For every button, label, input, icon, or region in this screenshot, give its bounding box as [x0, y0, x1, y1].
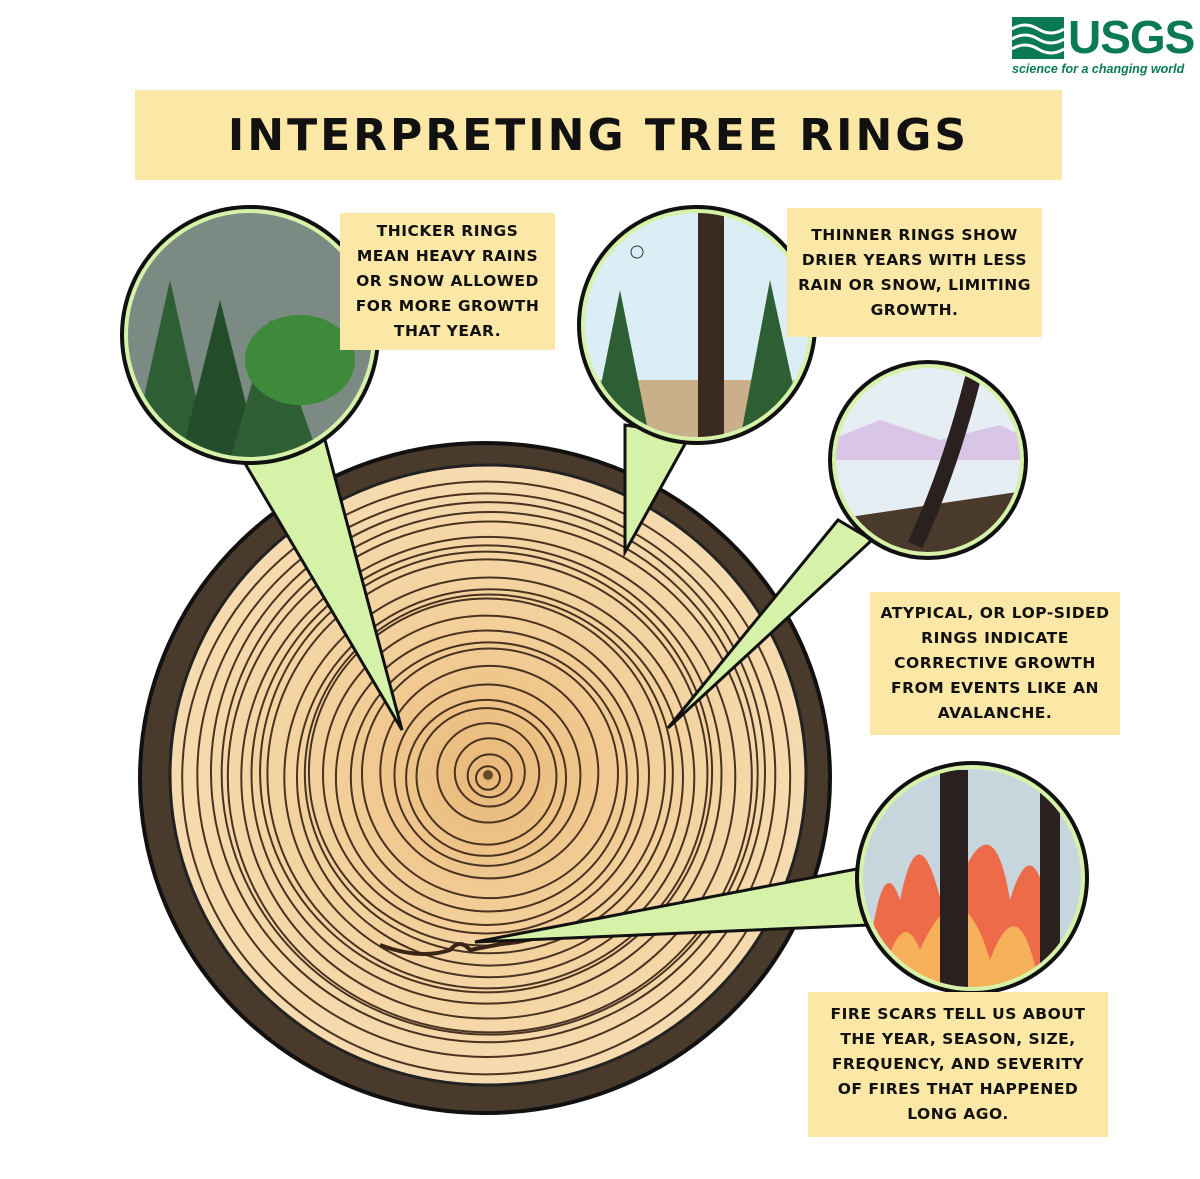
growth-ring — [475, 765, 501, 791]
growth-ring — [250, 544, 723, 1005]
growth-ring — [379, 664, 600, 880]
growth-ring — [220, 511, 759, 1036]
growth-ring — [415, 707, 558, 846]
pith — [483, 770, 493, 780]
growth-ring — [283, 576, 696, 979]
growth-ring — [466, 753, 513, 799]
growth-ring — [196, 492, 777, 1058]
growth-ring — [322, 614, 651, 935]
growth-ring — [393, 683, 582, 867]
growth-ring — [405, 698, 568, 857]
scene-forest-fire — [855, 761, 1089, 995]
logo-wordmark: USGS — [1068, 11, 1195, 63]
growth-ring — [240, 535, 737, 1020]
growth-ring — [303, 593, 674, 955]
growth-ring — [295, 588, 684, 967]
growth-ring — [349, 641, 628, 913]
growth-ring — [259, 550, 714, 994]
scene-avalanche — [828, 360, 1028, 560]
tree-cross-section — [138, 441, 832, 1115]
scene-dry-forest — [577, 205, 817, 445]
logo-tagline: science for a changing world — [1012, 62, 1185, 76]
scene-rain-forest — [120, 205, 380, 465]
caption-thinner-rings: Thinner rings show drier years with less… — [787, 208, 1042, 337]
caption-atypical-rings: Atypical, or lop-sided rings indicate co… — [870, 592, 1120, 735]
growth-ring — [181, 480, 792, 1076]
growth-ring — [436, 722, 541, 824]
growth-ring — [334, 629, 639, 926]
growth-ring — [266, 558, 709, 990]
growth-ring — [209, 501, 766, 1044]
growth-ring — [360, 647, 619, 900]
caption-thicker-rings: Thicker rings mean heavy rains or snow a… — [340, 213, 555, 350]
page-title: Interpreting Tree Rings — [135, 90, 1062, 180]
growth-ring — [453, 737, 526, 808]
caption-fire-scars: Fire scars tell us about the year, seaso… — [808, 992, 1108, 1137]
growth-ring — [226, 520, 753, 1034]
usgs-wave-icon — [1012, 17, 1064, 59]
